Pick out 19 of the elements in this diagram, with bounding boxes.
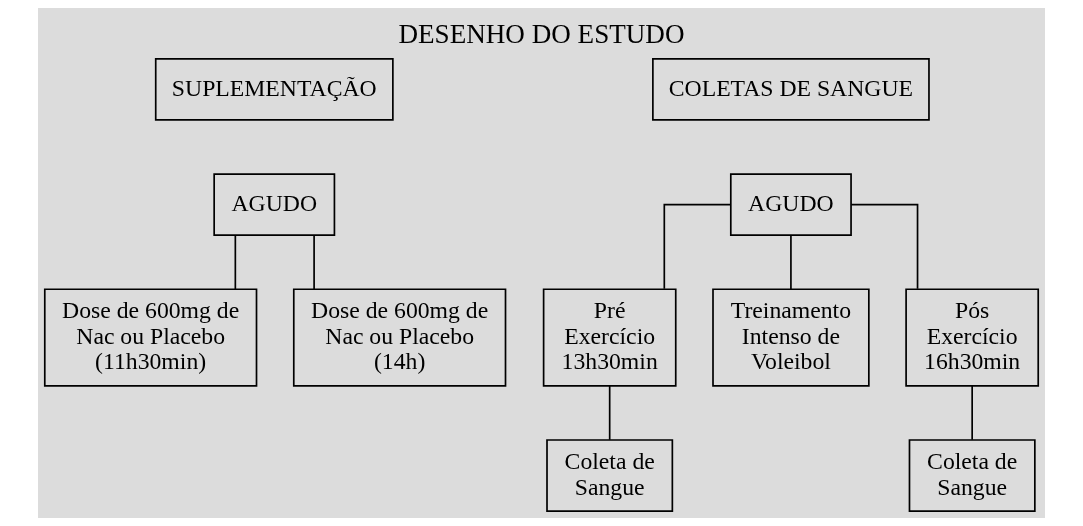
connector: [790, 234, 792, 290]
connector: [850, 203, 919, 290]
connector: [234, 234, 237, 290]
node-box: COLETAS DE SANGUE: [652, 58, 930, 121]
connector: [971, 384, 973, 441]
connector: [663, 203, 732, 290]
connector: [608, 384, 611, 441]
node-box: Dose de 600mg de Nac ou Placebo (11h30min): [43, 288, 258, 387]
node-box: Coleta de Sangue: [546, 439, 674, 512]
node-box: Treinamento Intenso de Voleibol: [712, 288, 870, 387]
node-box: Dose de 600mg de Nac ou Placebo (14h): [292, 288, 507, 387]
node-box: Pré Exercício 13h30min: [542, 288, 677, 387]
node-box: SUPLEMENTAÇÃO: [154, 58, 394, 121]
connector: [313, 234, 315, 290]
diagram-title: DESENHO DO ESTUDO: [398, 19, 685, 50]
node-box: Pós Exercício 16h30min: [905, 288, 1040, 387]
node-box: Coleta de Sangue: [908, 439, 1036, 512]
node-box: AGUDO: [729, 173, 852, 236]
node-box: AGUDO: [213, 173, 336, 236]
